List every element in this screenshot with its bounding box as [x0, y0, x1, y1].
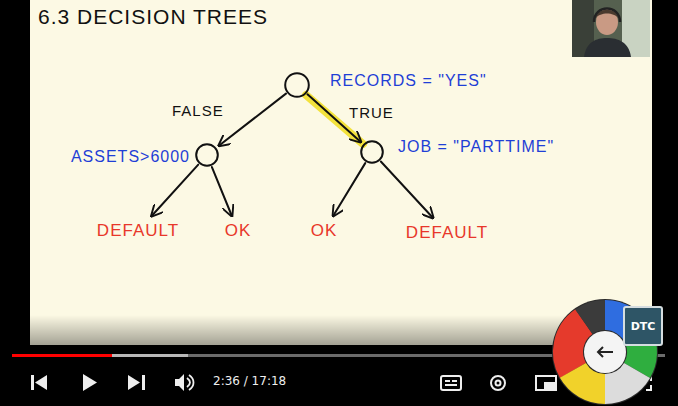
branch-arrow	[381, 162, 433, 218]
node-label: OK	[225, 221, 252, 241]
branch-arrow	[219, 94, 286, 146]
leaf-outcome: DEFAULT	[404, 221, 490, 245]
time-display: 2:36 / 17:18	[213, 374, 286, 388]
node-circle	[360, 140, 384, 164]
progress-played	[12, 354, 112, 357]
branch-arrow	[212, 167, 232, 216]
leaf-outcome: DEFAULT	[95, 219, 181, 243]
decision-node: JOB = "PARTTIME"	[360, 140, 384, 164]
leaf-outcome: OK	[223, 219, 254, 243]
node-label: ASSETS>6000	[71, 148, 190, 166]
node-label: RECORDS = "YES"	[330, 72, 487, 90]
node-circle	[195, 143, 219, 167]
player-controls	[31, 374, 194, 391]
branch-arrow	[152, 165, 199, 216]
node-label: DEFAULT	[406, 223, 488, 243]
branch-label: FALSE	[170, 102, 226, 119]
slide-title: 6.3 DECISION TREES	[38, 5, 268, 29]
node-label: OK	[311, 221, 338, 241]
branch-label: TRUE	[347, 104, 396, 121]
decision-node: ASSETS>6000	[195, 143, 219, 167]
node-circle	[284, 72, 310, 98]
decision-node: RECORDS = "YES"	[284, 72, 310, 98]
leaf-outcome: OK	[309, 219, 340, 243]
node-label: DEFAULT	[97, 221, 179, 241]
progress-buffer	[112, 354, 188, 357]
whiteboard	[30, 0, 652, 345]
channel-logo: DTC	[623, 306, 663, 346]
node-label: JOB = "PARTTIME"	[398, 138, 554, 156]
branch-arrow	[333, 163, 365, 216]
webcam-inset	[572, 0, 650, 57]
